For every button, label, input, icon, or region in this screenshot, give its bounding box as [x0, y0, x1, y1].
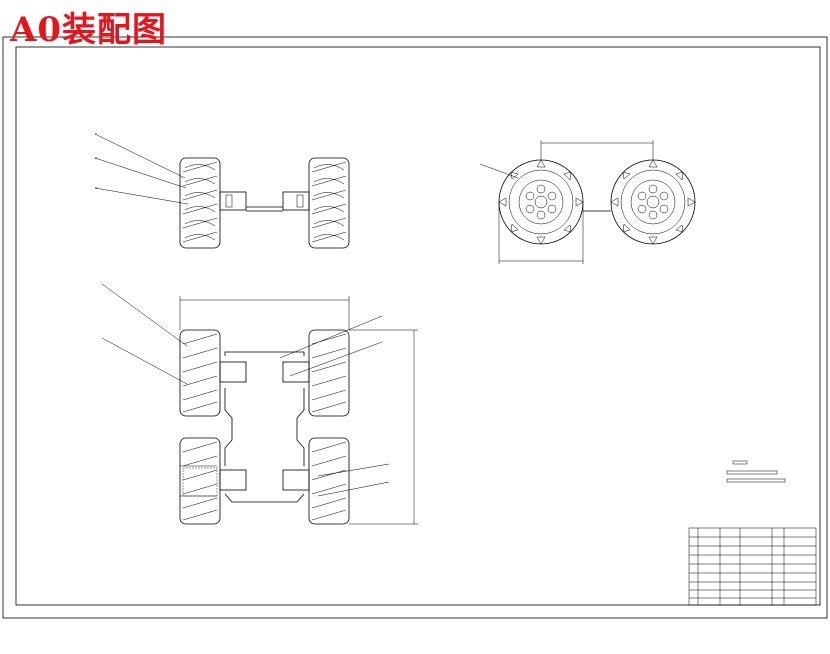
- inner-border: [15, 46, 821, 606]
- title-block: [688, 527, 817, 606]
- technical-notes: [726, 460, 786, 483]
- top-view-motor-fl: [219, 361, 247, 383]
- top-view-motor-rr: [282, 469, 310, 491]
- top-view-leaders: [101, 283, 390, 497]
- front-view-motor-right: [282, 191, 310, 211]
- top-view-motor-rl: [219, 469, 247, 491]
- top-view-chassis: [224, 351, 305, 503]
- front-view-right-wheel: [308, 157, 350, 249]
- side-view-dimensions: [479, 140, 654, 264]
- side-view-left-wheel: [498, 159, 584, 245]
- svg-text:1: 1: [95, 132, 97, 136]
- front-view-motor-left: [219, 191, 247, 211]
- front-view-left-wheel: [179, 157, 221, 249]
- top-view: [101, 283, 418, 525]
- side-view: [479, 140, 696, 264]
- svg-text:3: 3: [95, 186, 97, 190]
- svg-text:2: 2: [95, 156, 97, 160]
- top-view-wheel-rear-left: [179, 437, 221, 525]
- front-view-leaders: 1 2 3: [94, 132, 189, 205]
- outer-border: [2, 36, 828, 619]
- side-view-right-wheel: [610, 159, 696, 245]
- top-view-dimensions: [179, 296, 418, 525]
- top-view-wheel-front-left: [179, 329, 221, 417]
- drawing-title: A0装配图: [10, 10, 168, 50]
- front-view: 1 2 3: [94, 132, 350, 249]
- top-view-wheel-rear-right: [308, 437, 350, 525]
- top-view-wheel-front-right: [308, 329, 350, 417]
- top-view-motor-fr: [282, 361, 310, 383]
